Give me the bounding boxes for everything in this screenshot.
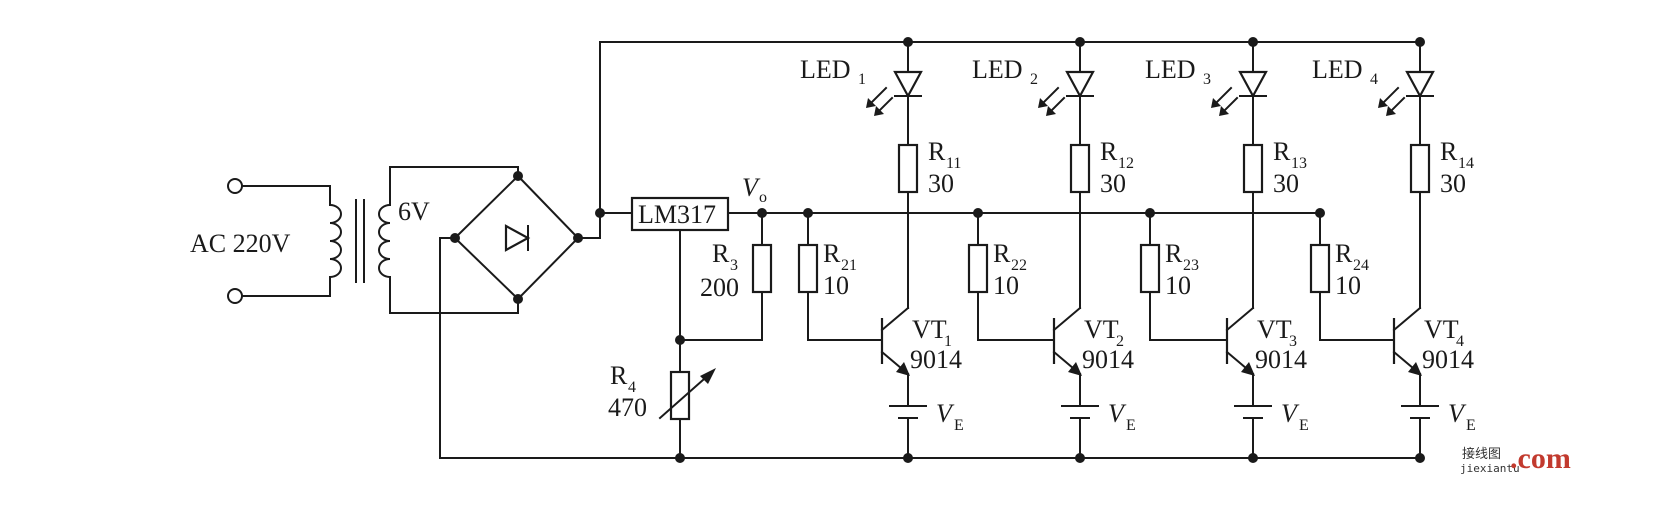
vt-4-name: VT <box>1424 315 1459 344</box>
ve-2-name: V <box>1108 399 1127 428</box>
regulator: LM317 V o <box>595 173 1321 373</box>
rc-2-resistor <box>1069 143 1091 194</box>
rb-2-sub: 22 <box>1011 257 1027 274</box>
resistor-r3: R 3 200 <box>675 212 773 345</box>
watermark-domain: .com <box>1510 442 1571 475</box>
rb-1-name: R <box>823 239 841 268</box>
led-1-label-sub: 1 <box>858 71 866 88</box>
led-2-label-sub: 2 <box>1030 71 1038 88</box>
regulator-label: LM317 <box>638 200 716 229</box>
rc-3-name: R <box>1273 137 1291 166</box>
rb-3-sub: 23 <box>1183 257 1199 274</box>
led-4-diode-icon <box>1405 70 1435 99</box>
watermark: 接线图 jiexiantu .com <box>1460 442 1571 475</box>
vt-2-sub: 2 <box>1116 333 1124 350</box>
ve-4-name: V <box>1448 399 1467 428</box>
vt-3-name: VT <box>1257 315 1292 344</box>
vt-2-name: VT <box>1084 315 1119 344</box>
ve-1-name: V <box>936 399 955 428</box>
led-2-label: LED <box>972 55 1023 84</box>
rb-1-value: 10 <box>823 271 849 300</box>
rb-4-name: R <box>1335 239 1353 268</box>
rb-1-sub: 21 <box>841 257 857 274</box>
rb-2-value: 10 <box>993 271 1019 300</box>
ve-4-sub: E <box>1466 417 1476 434</box>
r4-value: 470 <box>608 393 647 422</box>
r3-sub: 3 <box>730 257 738 274</box>
vt-1-name: VT <box>912 315 947 344</box>
led-1-label: LED <box>800 55 851 84</box>
ac-terminal-top <box>227 178 243 194</box>
lm317-box <box>630 196 730 232</box>
led-1-diode-icon <box>893 70 923 99</box>
rectifier-diode-icon <box>504 224 531 252</box>
led-3-label: LED <box>1145 55 1196 84</box>
transformer: 6V <box>328 166 519 314</box>
r4-sub: 4 <box>628 379 636 396</box>
rc-4-value: 30 <box>1440 169 1466 198</box>
rc-4-resistor <box>1409 143 1431 194</box>
ve-3-name: V <box>1281 399 1300 428</box>
vo-label-sub: o <box>759 189 767 206</box>
rb-3-value: 10 <box>1165 271 1191 300</box>
rc-2-name: R <box>1100 137 1118 166</box>
rc-4-name: R <box>1440 137 1458 166</box>
rc-2-sub: 12 <box>1118 155 1134 172</box>
transformer-secondary-coil <box>378 203 392 279</box>
rc-2-value: 30 <box>1100 169 1126 198</box>
ve-1-sub: E <box>954 417 964 434</box>
vt-1-type: 9014 <box>910 345 962 374</box>
r3-value: 200 <box>700 273 739 302</box>
vt-4-type: 9014 <box>1422 345 1474 374</box>
rb-2-resistor <box>967 243 989 294</box>
rb-3-name: R <box>1165 239 1183 268</box>
rb-4-resistor <box>1309 243 1331 294</box>
transformer-primary-coil <box>328 203 342 279</box>
rb-3-resistor <box>1139 243 1161 294</box>
rc-1-name: R <box>928 137 946 166</box>
vt-3-sub: 3 <box>1289 333 1297 350</box>
ve-2-sub: E <box>1126 417 1136 434</box>
rc-4-sub: 14 <box>1458 155 1474 172</box>
rb-1-resistor <box>797 243 819 294</box>
vt-3-type: 9014 <box>1255 345 1307 374</box>
led-4-label: LED <box>1312 55 1363 84</box>
rb-4-value: 10 <box>1335 271 1361 300</box>
vo-label: V <box>742 173 761 202</box>
led-2-diode-icon <box>1065 70 1095 99</box>
rc-3-sub: 13 <box>1291 155 1307 172</box>
ac-terminal-bottom <box>227 288 243 304</box>
led-4-label-sub: 4 <box>1370 71 1378 88</box>
vt-4-sub: 4 <box>1456 333 1464 350</box>
bridge-rectifier <box>439 41 601 459</box>
rc-1-value: 30 <box>928 169 954 198</box>
r4-adjust-arrow-icon <box>658 370 714 420</box>
rc-3-resistor <box>1242 143 1264 194</box>
ve-3-sub: E <box>1299 417 1309 434</box>
transformer-secondary-label: 6V <box>398 197 430 226</box>
resistor-r4: R 4 470 <box>608 361 716 463</box>
watermark-url: jiexiantu <box>1460 462 1520 475</box>
rc-1-resistor <box>897 143 919 194</box>
rb-2-name: R <box>993 239 1011 268</box>
ac-input: AC 220V <box>190 178 331 304</box>
r3-name: R <box>712 239 730 268</box>
led-3-label-sub: 3 <box>1203 71 1211 88</box>
led-3-diode-icon <box>1238 70 1268 99</box>
vt-1-sub: 1 <box>944 333 952 350</box>
rc-3-value: 30 <box>1273 169 1299 198</box>
vt-2-type: 9014 <box>1082 345 1134 374</box>
watermark-cn: 接线图 <box>1462 446 1501 462</box>
rc-1-sub: 11 <box>946 155 961 172</box>
r4-name: R <box>610 361 628 390</box>
rb-4-sub: 24 <box>1353 257 1369 274</box>
ac-source-label: AC 220V <box>190 229 291 258</box>
